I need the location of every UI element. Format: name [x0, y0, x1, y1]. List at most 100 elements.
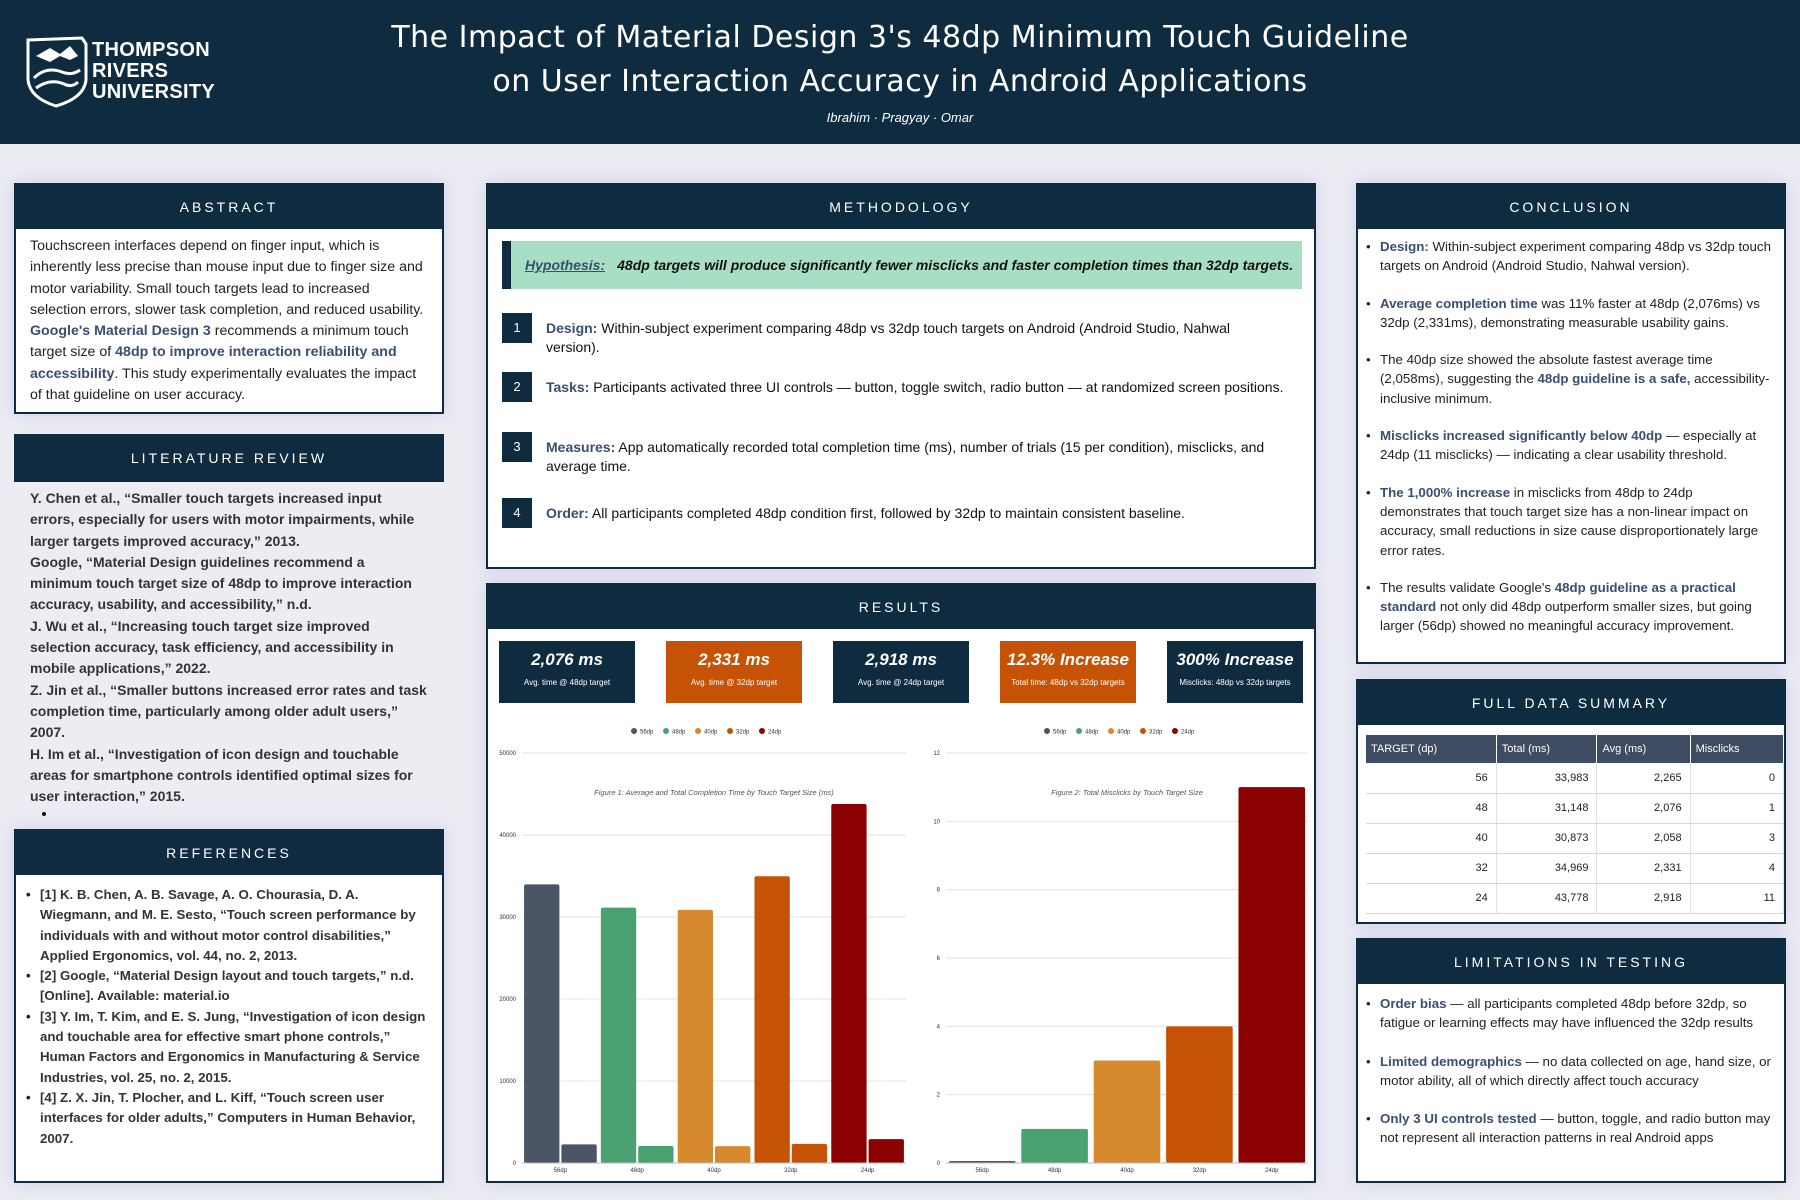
reference-item: [3] Y. Im, T. Kim, and E. S. Jung, “Inve…	[26, 1007, 432, 1088]
bar-total	[754, 876, 790, 1163]
hypothesis-label: Hypothesis:	[525, 257, 606, 273]
x-tick-label: 56dp	[554, 1168, 568, 1174]
table-cell: 2,265	[1596, 763, 1691, 794]
step-number: 3	[502, 432, 532, 462]
conclusion-item: The 1,000% increase in misclicks from 48…	[1366, 483, 1774, 560]
legend-marker	[663, 728, 669, 734]
abstract-panel: ABSTRACT Touchscreen interfaces depend o…	[14, 183, 444, 414]
x-tick-label: 32dp	[1193, 1168, 1207, 1174]
legend-label: 32dp	[1149, 730, 1163, 736]
bullet-dot	[42, 812, 46, 816]
y-tick-label: 50000	[499, 751, 516, 757]
references-list: [1] K. B. Chen, A. B. Savage, A. O. Chou…	[16, 875, 442, 1149]
table-cell: 48	[1366, 793, 1497, 824]
y-tick-label: 4	[937, 1024, 941, 1030]
limitations-panel: LIMITATIONS IN TESTING Order bias — all …	[1356, 938, 1786, 1183]
step-text: Order: All participants completed 48dp c…	[546, 505, 1185, 521]
bar-total	[677, 909, 713, 1163]
y-tick-label: 10	[933, 819, 940, 825]
legend-label: 24dp	[1181, 730, 1195, 736]
step-text: Design: Within-subject experiment compar…	[546, 320, 1231, 355]
legend-marker	[1044, 728, 1050, 734]
column-header: Avg (ms)	[1596, 735, 1691, 763]
results-heading: RESULTS	[488, 585, 1314, 629]
methodology-panel: METHODOLOGY Hypothesis: 48dp targets will…	[486, 183, 1316, 569]
y-tick-label: 20000	[499, 997, 516, 1003]
abstract-text: Touchscreen interfaces depend on finger …	[30, 238, 424, 404]
bar-avg	[715, 1146, 751, 1163]
legend-marker	[695, 728, 701, 734]
literature-item: Y. Chen et al., “Smaller touch targets i…	[30, 490, 415, 549]
table-cell: 2,076	[1596, 793, 1691, 824]
conclusion-heading: CONCLUSION	[1358, 185, 1784, 229]
legend-marker	[1140, 728, 1146, 734]
poster-title: The Impact of Material Design 3's 48dp M…	[391, 20, 1409, 99]
methodology-heading: METHODOLOGY	[488, 185, 1314, 229]
data-summary-panel: FULL DATA SUMMARY TARGET (dp) Total (ms)…	[1356, 679, 1786, 924]
y-tick-label: 30000	[499, 915, 516, 921]
legend-marker	[759, 728, 765, 734]
literature-item: H. Im et al., “Investigation of icon des…	[30, 745, 413, 805]
y-tick-label: 10000	[499, 1079, 516, 1085]
bar-avg	[868, 1139, 904, 1163]
chart-caption: Figure 2: Total Misclicks by Touch Targe…	[1051, 788, 1203, 797]
legend-label: 40dp	[704, 730, 718, 736]
table-cell: 2,058	[1596, 823, 1691, 854]
column-header: TARGET (dp)	[1366, 735, 1497, 763]
literature-item: J. Wu et al., “Increasing touch target s…	[30, 617, 394, 677]
bar	[1166, 1026, 1233, 1163]
literature-review-list: Y. Chen et al., “Smaller touch targets i…	[14, 482, 444, 807]
table-cell: 32	[1366, 853, 1497, 884]
legend-marker	[631, 728, 637, 734]
table-header-row: TARGET (dp) Total (ms) Avg (ms) Misclick…	[1366, 735, 1785, 763]
conclusion-item: Design: Within-subject experiment compar…	[1366, 237, 1774, 276]
literature-item: Z. Jin et al., “Smaller buttons increase…	[30, 681, 427, 741]
conclusion-panel: CONCLUSION Design: Within-subject experi…	[1356, 183, 1786, 664]
table-cell: 40	[1366, 823, 1497, 854]
table-cell: 24	[1366, 883, 1497, 914]
table-cell: 30,873	[1496, 823, 1598, 854]
reference-item: [1] K. B. Chen, A. B. Savage, A. O. Chou…	[26, 885, 432, 966]
table-cell: 33,983	[1496, 763, 1598, 794]
step-text: Measures: App automatically recorded tot…	[546, 439, 1265, 474]
y-tick-label: 12	[933, 751, 940, 757]
y-tick-label: 2	[937, 1093, 941, 1099]
conclusion-item: Average completion time was 11% faster a…	[1366, 294, 1774, 333]
hypothesis-box: Hypothesis: 48dp targets will produce sig…	[502, 241, 1302, 289]
legend-marker	[727, 728, 733, 734]
x-tick-label: 56dp	[976, 1168, 990, 1174]
conclusion-item: Misclicks increased significantly below …	[1366, 426, 1774, 465]
column-header: Total (ms)	[1496, 735, 1598, 763]
limitation-item: Only 3 UI controls tested — button, togg…	[1366, 1109, 1774, 1148]
x-tick-label: 24dp	[1265, 1168, 1279, 1174]
university-logo-icon	[26, 36, 88, 108]
reference-item: [2] Google, “Material Design layout and …	[26, 966, 432, 1007]
bar-total	[524, 884, 560, 1163]
legend-label: 48dp	[672, 730, 686, 736]
legend-marker	[1172, 728, 1178, 734]
reference-item: [4] Z. X. Jin, T. Plocher, and L. Kiff, …	[26, 1088, 432, 1149]
limitations-heading: LIMITATIONS IN TESTING	[1358, 940, 1784, 984]
bar-avg	[638, 1145, 674, 1163]
y-tick-label: 0	[937, 1161, 941, 1167]
legend-label: 24dp	[768, 730, 782, 736]
x-tick-label: 32dp	[784, 1168, 798, 1174]
conclusion-item: The 40dp size showed the absolute fastes…	[1366, 350, 1774, 408]
step-number: 4	[502, 498, 532, 528]
limitation-item: Order bias — all participants completed …	[1366, 994, 1774, 1033]
literature-item: Google, “Material Design guidelines reco…	[30, 553, 412, 613]
bar-avg	[561, 1144, 597, 1163]
bar	[1238, 787, 1306, 1163]
legend-label: 40dp	[1117, 730, 1131, 736]
literature-review-heading: LITERATURE REVIEW	[14, 434, 444, 482]
y-tick-label: 8	[937, 888, 941, 894]
legend-label: 56dp	[1053, 730, 1067, 736]
hypothesis-text: 48dp targets will produce significantly …	[617, 257, 1294, 273]
